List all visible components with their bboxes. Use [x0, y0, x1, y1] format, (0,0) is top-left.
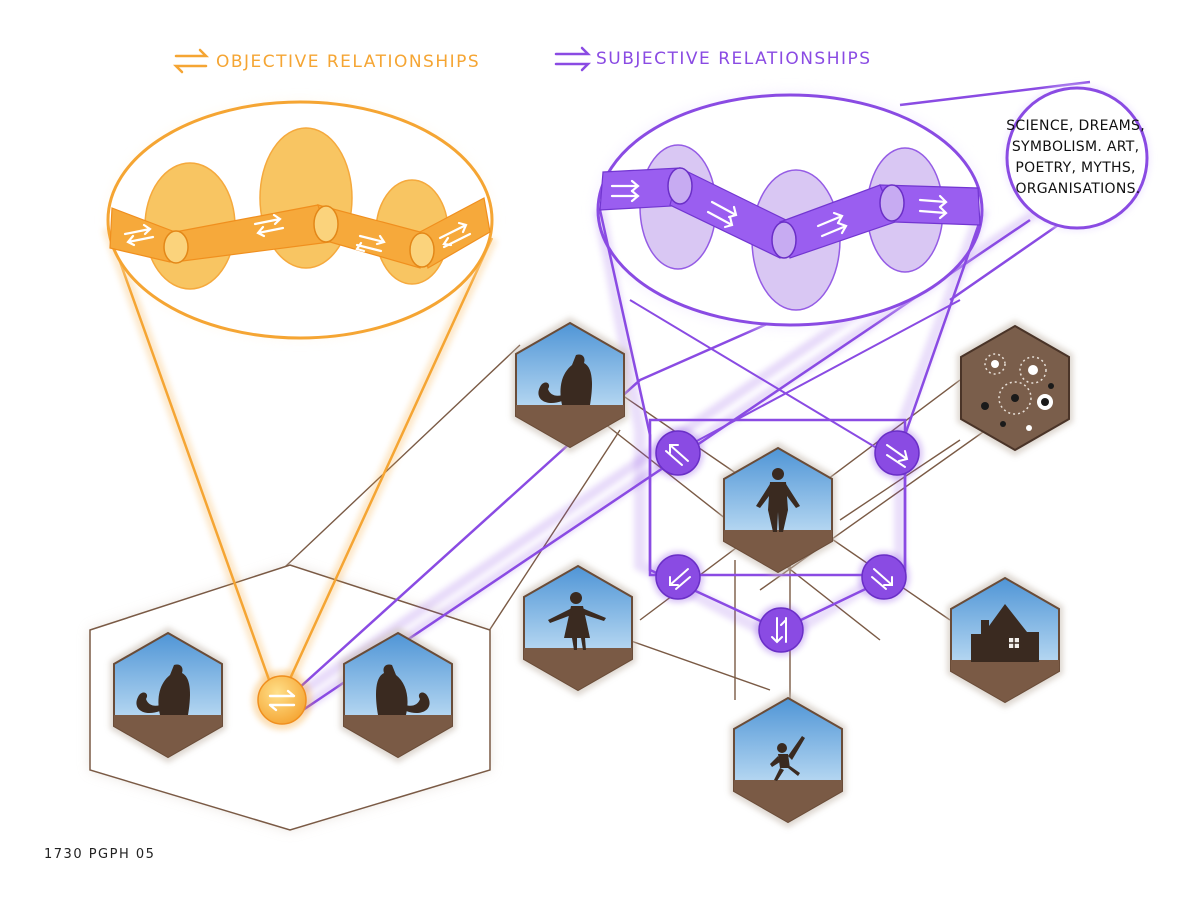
callout-line-1: SCIENCE, DREAMS, [1006, 118, 1145, 134]
rat-icon [538, 354, 592, 405]
objective-node [252, 670, 312, 730]
objective-legend-label: OBJECTIVE RELATIONSHIPS [216, 52, 480, 72]
callout-line-3: POETRY, MYTHS, [1015, 160, 1135, 176]
woman-icon [548, 592, 606, 650]
hex-rat-left [110, 627, 226, 763]
node-bottom-center [755, 604, 807, 656]
callout-line-4: ORGANISATIONS. [1015, 181, 1140, 197]
hex-man [720, 442, 836, 578]
house-icon [971, 604, 1039, 662]
objective-cone [102, 100, 498, 721]
callout-line-2: SYMBOLISM. ART, [1012, 139, 1139, 155]
node-top-right [871, 427, 923, 479]
objective-legend-icon [172, 48, 210, 74]
dancing-child-icon [770, 736, 805, 781]
subjective-legend-icon [554, 46, 592, 72]
subjective-nodes [652, 427, 923, 656]
legend: OBJECTIVE RELATIONSHIPS SUBJECTIVE RELAT… [172, 46, 872, 74]
hex-rat-top [512, 317, 628, 453]
dot-painting-icon [981, 353, 1054, 431]
hex-woman [520, 560, 636, 696]
node-top-left [652, 427, 704, 479]
rat-icon [376, 664, 430, 715]
man-icon [756, 468, 800, 532]
hex-child [730, 692, 846, 828]
node-bottom-right [858, 551, 910, 603]
figure-code: 1730 PGPH 05 [44, 847, 155, 862]
subjective-legend-label: SUBJECTIVE RELATIONSHIPS [596, 49, 872, 69]
hex-aboriginal-art [957, 320, 1073, 456]
rat-icon [136, 664, 190, 715]
svg-text:SCIENCE, DREAMS, SYMBOLI: SCIENCE, DREAMS, SYMBOLISM. ART, POETRY,… [1006, 118, 1150, 197]
hex-house [947, 572, 1063, 708]
node-bottom-left [652, 551, 704, 603]
hex-rat-right [340, 627, 456, 763]
domains-callout: SCIENCE, DREAMS, SYMBOLISM. ART, POETRY,… [1003, 84, 1151, 232]
